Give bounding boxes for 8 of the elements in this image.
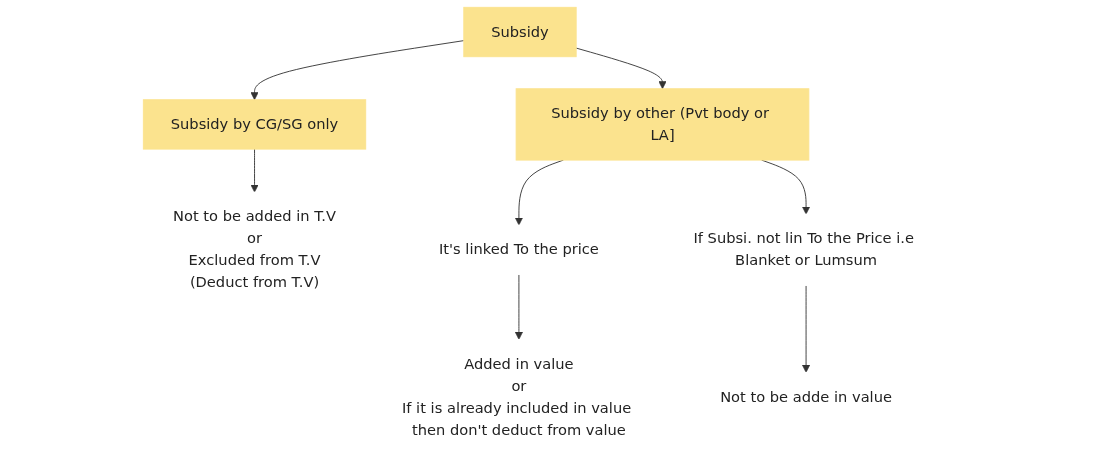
node-box: Subsidy <box>463 6 577 58</box>
node-text: Added in value or If it is already included in value then don't deduct from value <box>402 354 632 439</box>
node-text: Not to be added in T.V or Excluded from T.V (Deduct from T.V) <box>173 207 337 291</box>
node-text: It's linked To the price <box>439 240 599 258</box>
node-text: Not to be adde in value <box>720 387 893 406</box>
node-text: If Subsi. not lin To the Price i.e Blanket or Lumsum <box>693 229 915 269</box>
node-box: Subsidy by CG/SG only <box>143 99 367 150</box>
node-box: Subsidy by other (Pvt body or LA] <box>515 88 810 161</box>
